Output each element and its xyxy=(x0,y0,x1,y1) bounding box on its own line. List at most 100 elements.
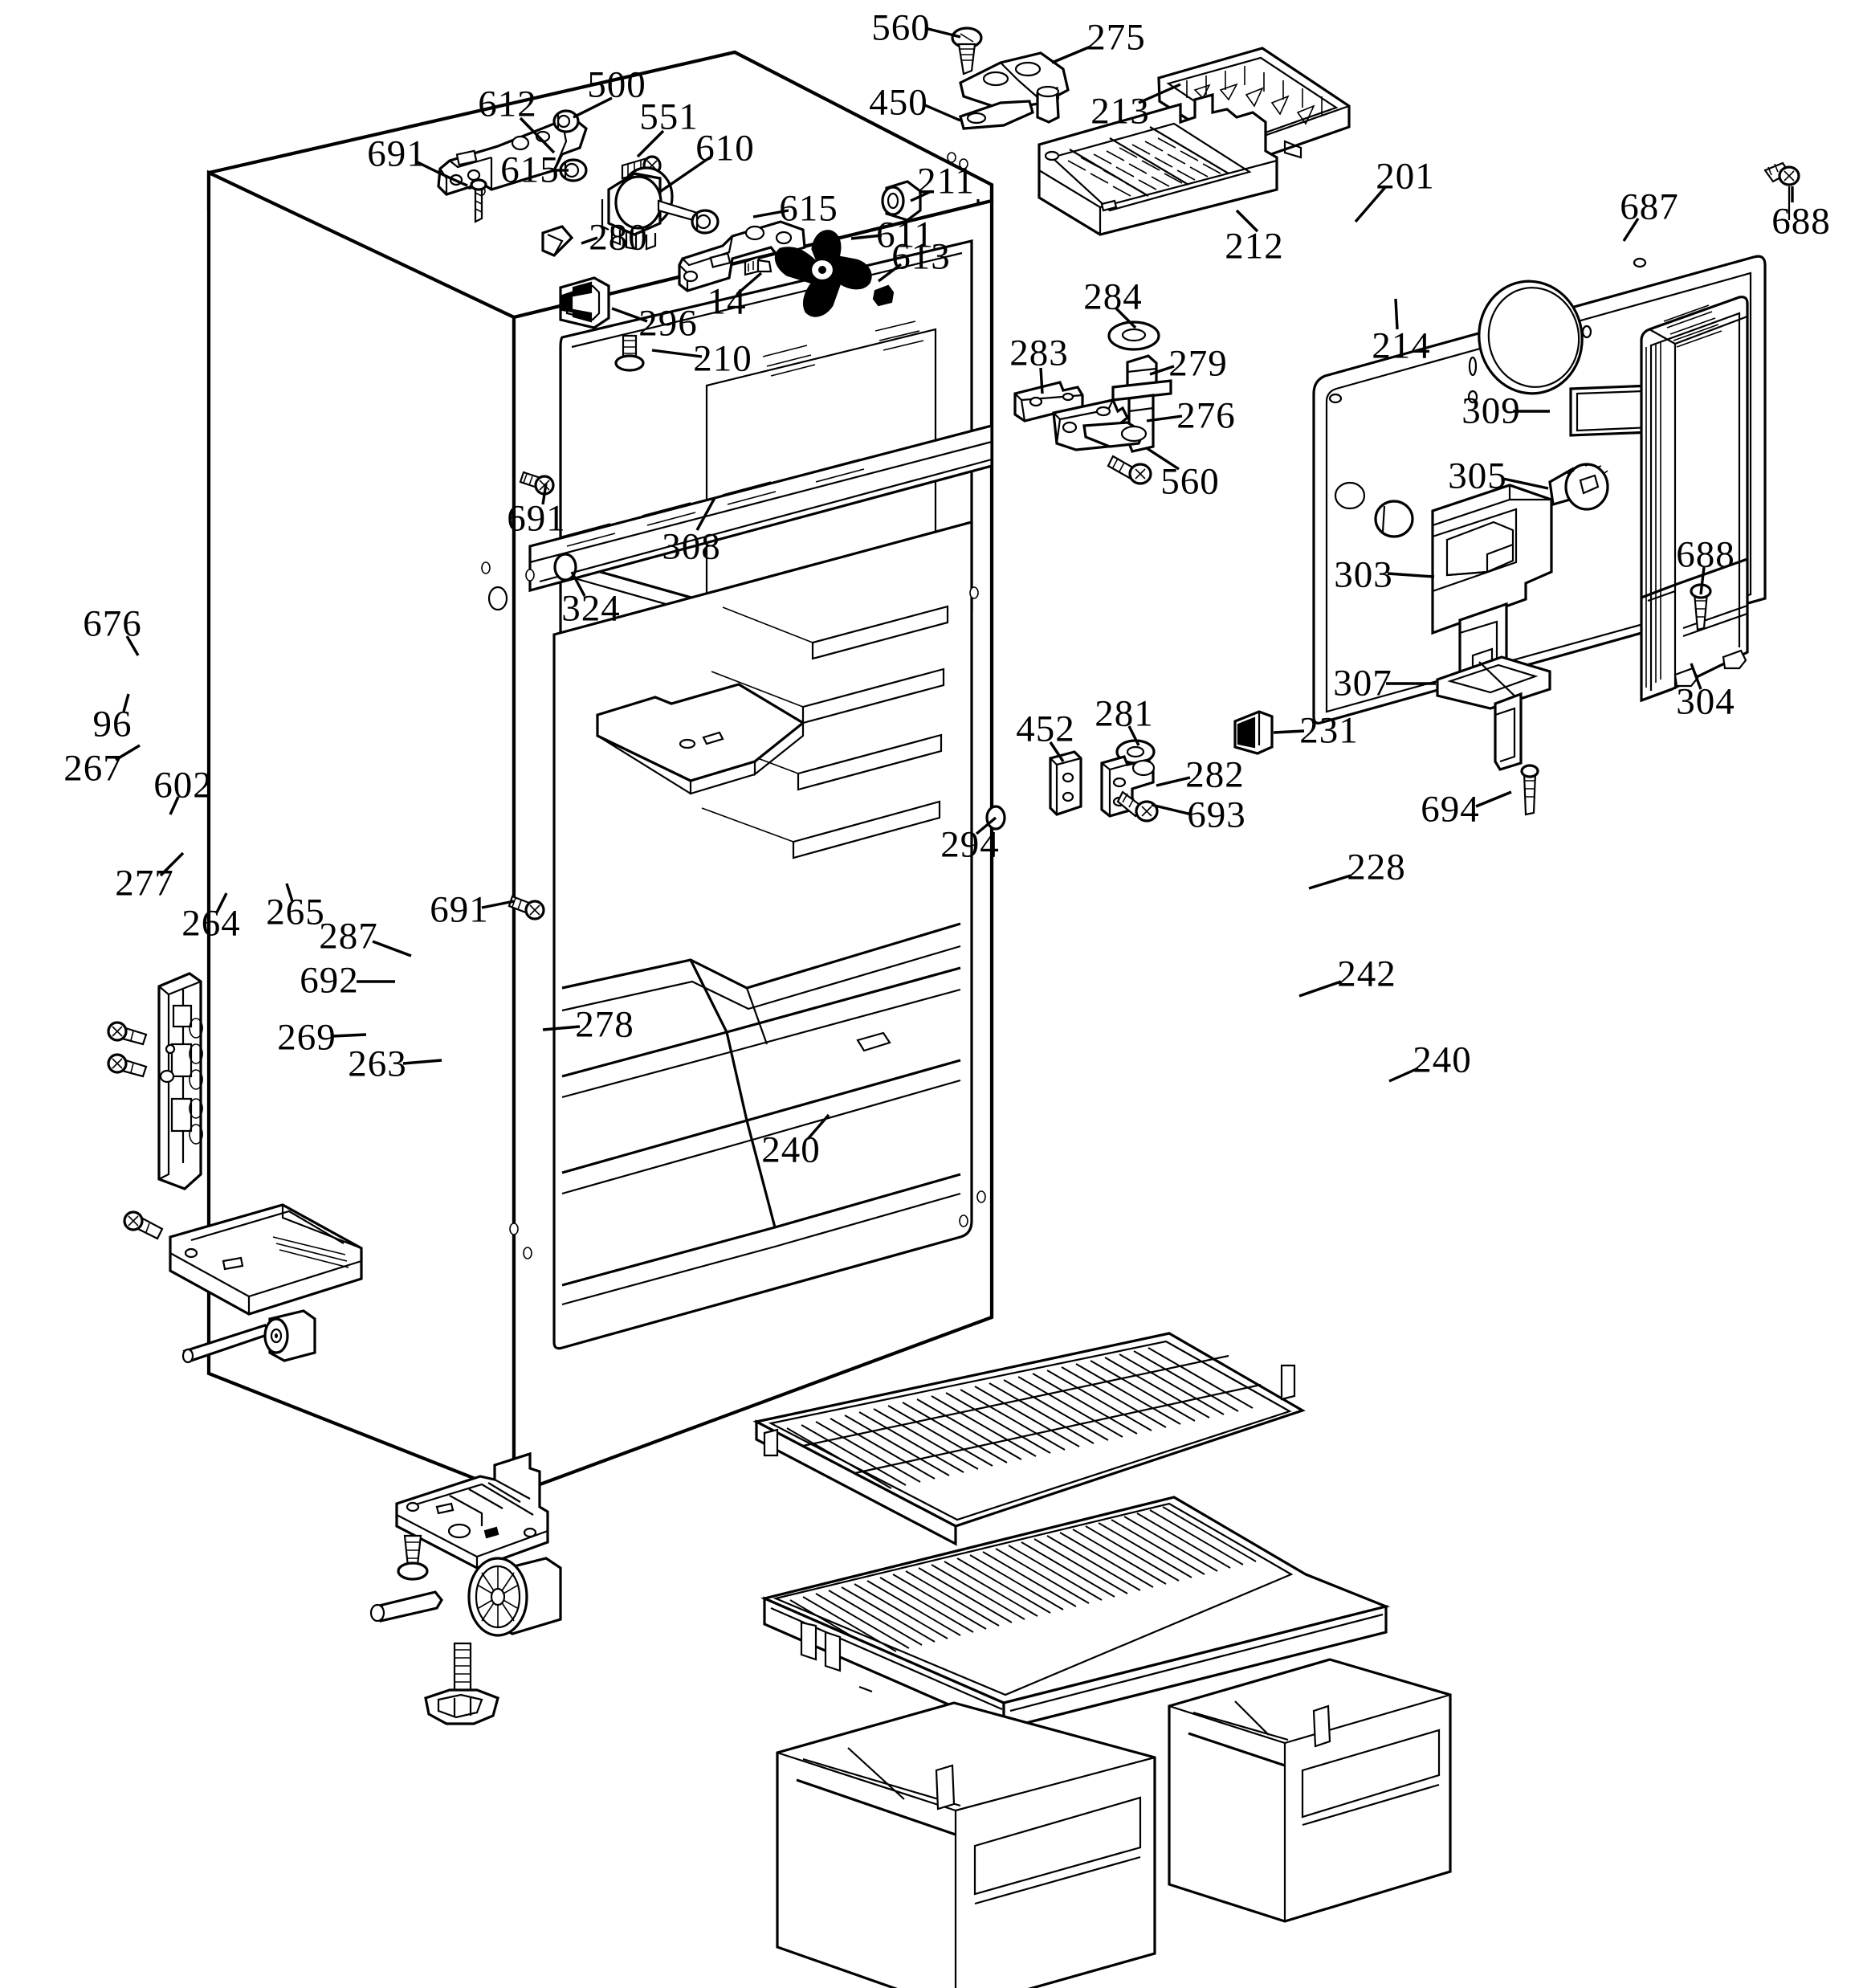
part-500-grommet xyxy=(552,109,580,133)
part-callout-307: 307 xyxy=(1333,662,1392,704)
part-callout-282: 282 xyxy=(1185,753,1245,796)
part-callout-212: 212 xyxy=(1225,225,1284,267)
part-307-bracket xyxy=(1436,655,1551,771)
leader-lines xyxy=(115,27,1794,1141)
part-96-screw xyxy=(107,1053,148,1078)
part-callout-228: 228 xyxy=(1347,846,1406,888)
part-callout-201: 201 xyxy=(1376,155,1435,198)
part-452-plate xyxy=(1049,750,1082,816)
part-callout-688: 688 xyxy=(1771,200,1831,243)
part-callout-267: 267 xyxy=(63,747,123,790)
part-277-base xyxy=(169,1203,363,1316)
part-231-clip xyxy=(1233,710,1274,755)
part-callout-284: 284 xyxy=(1083,276,1143,318)
part-callout-694: 694 xyxy=(1421,788,1480,831)
part-callout-211: 211 xyxy=(917,160,975,202)
part-callout-304: 304 xyxy=(1676,680,1735,723)
part-693-screw xyxy=(1116,790,1159,823)
part-callout-210: 210 xyxy=(693,337,752,380)
part-callout-263: 263 xyxy=(348,1043,407,1085)
part-callout-213: 213 xyxy=(1090,90,1150,133)
part-278-wheel xyxy=(467,1557,562,1637)
part-265-roller xyxy=(263,1309,316,1362)
part-280-bar xyxy=(541,225,574,257)
part-615a-grommet xyxy=(559,158,588,182)
part-242-shelf xyxy=(760,1496,1391,1731)
part-callout-287: 287 xyxy=(319,915,378,957)
part-callout-612: 612 xyxy=(478,83,537,125)
part-callout-240: 240 xyxy=(1413,1039,1472,1081)
part-callout-615: 615 xyxy=(779,187,838,230)
part-281-washer xyxy=(1115,739,1156,765)
part-296-socket xyxy=(559,276,610,329)
part-240-right-drawer xyxy=(1168,1658,1452,1923)
part-callout-240: 240 xyxy=(761,1129,821,1171)
part-304-module xyxy=(1640,296,1749,703)
part-694-screw xyxy=(1520,764,1539,816)
part-callout-281: 281 xyxy=(1095,692,1154,735)
part-callout-280: 280 xyxy=(589,216,648,259)
part-callout-296: 296 xyxy=(638,302,698,345)
part-612-bracket xyxy=(437,119,588,196)
part-263-leveling-leg xyxy=(424,1642,499,1725)
part-callout-324: 324 xyxy=(561,587,621,630)
part-228-wire-shelf xyxy=(752,1332,1306,1546)
part-284-washer xyxy=(1107,320,1160,351)
part-callout-231: 231 xyxy=(1299,709,1359,752)
part-610-fan-motor xyxy=(601,166,707,251)
part-callout-305: 305 xyxy=(1448,455,1507,497)
part-324-hole xyxy=(553,553,577,582)
part-602-screw xyxy=(123,1210,164,1240)
part-211-grommet xyxy=(881,180,922,222)
part-callout-688: 688 xyxy=(1676,533,1735,576)
part-287-mount-plate xyxy=(395,1451,549,1570)
part-callout-691: 691 xyxy=(367,133,426,175)
part-560b-screw xyxy=(1107,455,1152,485)
part-611-bracket xyxy=(678,220,806,292)
part-269-pin xyxy=(369,1590,443,1623)
part-callout-269: 269 xyxy=(277,1016,336,1059)
part-callout-303: 303 xyxy=(1334,553,1393,596)
part-callout-691: 691 xyxy=(507,497,566,540)
part-691a-screw xyxy=(470,178,487,223)
part-callout-560: 560 xyxy=(1160,460,1220,503)
part-688a-screw xyxy=(1763,161,1800,220)
part-callout-96: 96 xyxy=(92,703,132,745)
part-callout-242: 242 xyxy=(1337,953,1396,995)
part-callout-613: 613 xyxy=(891,235,951,278)
part-callout-283: 283 xyxy=(1009,332,1069,374)
part-callout-500: 500 xyxy=(587,63,646,106)
part-callout-294: 294 xyxy=(940,823,1000,866)
part-callout-611: 611 xyxy=(876,214,934,256)
part-callout-687: 687 xyxy=(1620,186,1679,228)
part-450-hinge-plate xyxy=(959,100,1034,130)
part-14-screw xyxy=(744,255,773,276)
fresh-food-compartment xyxy=(552,520,973,1350)
part-callout-265: 265 xyxy=(266,891,325,933)
part-676-screw xyxy=(107,1021,148,1046)
part-callout-309: 309 xyxy=(1461,390,1521,432)
part-callout-615: 615 xyxy=(500,149,560,191)
part-240-left-drawer xyxy=(776,1701,1156,1988)
part-callout-691: 691 xyxy=(430,888,489,931)
part-308-shelf xyxy=(596,683,805,795)
part-callout-279: 279 xyxy=(1168,342,1228,385)
part-613-fan-blade xyxy=(774,230,872,317)
part-callout-278: 278 xyxy=(575,1003,634,1046)
part-callout-214: 214 xyxy=(1372,325,1431,367)
part-callout-602: 602 xyxy=(153,764,213,806)
part-callout-450: 450 xyxy=(869,81,928,124)
part-282-hinge xyxy=(1100,755,1156,818)
part-275-hinge xyxy=(959,51,1070,124)
part-callout-308: 308 xyxy=(662,525,721,568)
part-283-clip xyxy=(1013,381,1084,423)
part-callout-551: 551 xyxy=(639,96,699,138)
part-callout-276: 276 xyxy=(1176,394,1236,437)
part-callout-277: 277 xyxy=(115,862,174,904)
part-callout-14: 14 xyxy=(707,280,747,323)
part-callout-264: 264 xyxy=(181,902,241,945)
part-212-ice-tray-shelf xyxy=(1037,92,1278,236)
part-callout-610: 610 xyxy=(695,127,755,169)
